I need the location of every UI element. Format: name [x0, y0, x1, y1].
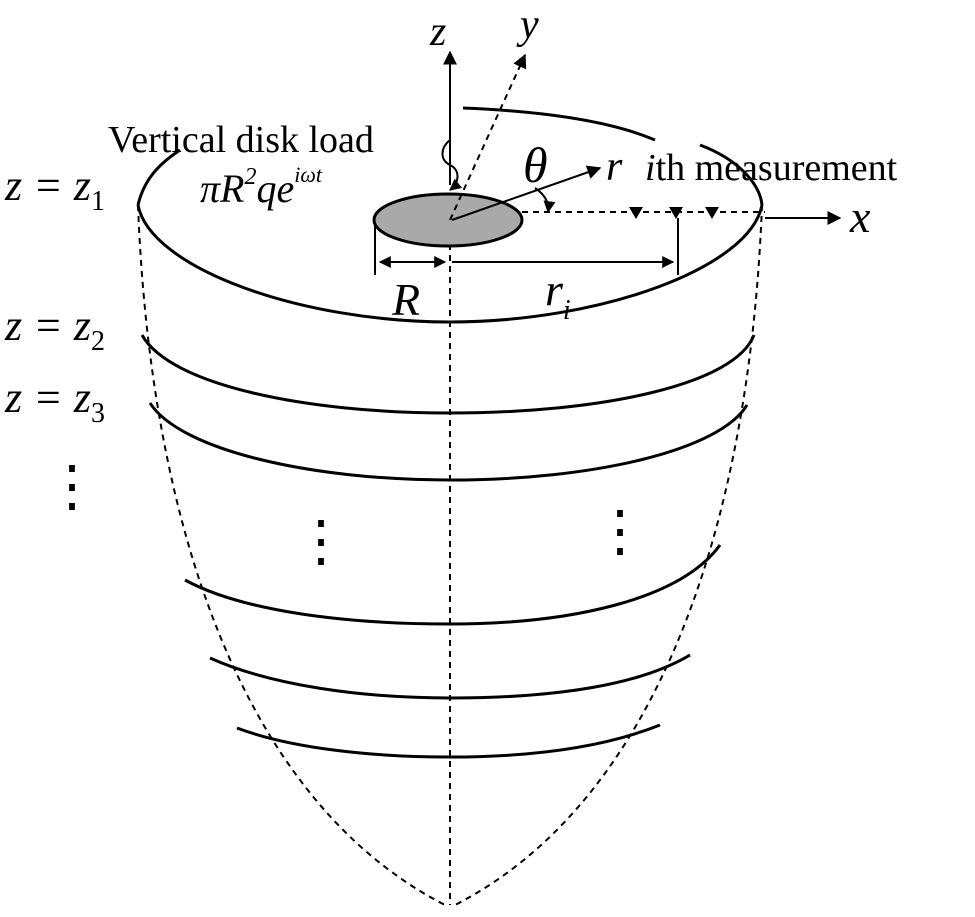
ri-label: ri — [545, 264, 571, 326]
r-axis-arrow — [451, 165, 602, 221]
ellipsis-center: ⋮ — [293, 511, 349, 573]
layer-label-1-sub: 1 — [91, 186, 105, 217]
layer-label-3-lhs: z = z — [4, 373, 91, 422]
layer-label-2: z = z2 — [4, 301, 105, 357]
bowl-outline-left — [137, 204, 446, 906]
top-surface-ellipse — [136, 204, 764, 324]
layer-label-3: z = z3 — [4, 373, 105, 429]
load-expression: πR2qeiωt — [200, 162, 323, 211]
load-force-arrow — [441, 139, 463, 191]
x-axis-label: x — [849, 191, 871, 242]
layer-interface-2 — [140, 334, 756, 415]
r-axis-label: r — [606, 144, 623, 190]
layer-interface-5 — [209, 653, 691, 700]
layer-label-1-lhs: z = z — [4, 161, 91, 210]
measurement-marker-1 — [629, 207, 643, 219]
top-surface-back-left — [136, 148, 181, 206]
ri-base: r — [545, 264, 564, 315]
ellipsis-right: ⋮ — [592, 501, 648, 563]
top-surface-back-right-2 — [699, 143, 764, 206]
theta-label: θ — [523, 137, 548, 193]
layer-interface-3 — [148, 402, 749, 482]
layer-label-3-sub: 3 — [91, 398, 105, 429]
measurement-label: ith measurement — [645, 147, 898, 189]
z-axis-label: z — [429, 9, 446, 55]
layer-label-2-sub: 2 — [91, 326, 105, 357]
top-surface-back-right — [462, 106, 656, 142]
load-expr-sup1: 2 — [244, 164, 256, 190]
ri-sub: i — [563, 295, 571, 326]
measurement-text: th measurement — [656, 147, 898, 189]
layer-label-2-lhs: z = z — [4, 301, 91, 350]
layer-interface-6 — [236, 723, 661, 759]
load-expr-mid: qe — [256, 166, 294, 211]
loaded-disk — [372, 192, 524, 248]
load-label: Vertical disk load — [108, 119, 374, 161]
measurement-marker-3 — [705, 207, 719, 219]
layer-interface-4 — [184, 544, 722, 626]
ellipsis-left: ⋮ — [44, 456, 100, 518]
y-axis-arrow — [449, 53, 527, 221]
measurement-marker-2 — [669, 207, 683, 219]
measurement-index: i — [645, 147, 656, 189]
theta-arc — [534, 187, 556, 214]
load-expr-sup2: iωt — [294, 162, 323, 187]
layer-label-1: z = z1 — [4, 161, 105, 217]
load-expr-base: πR — [200, 166, 244, 211]
radius-label: R — [391, 274, 420, 325]
y-axis-label: y — [516, 2, 539, 48]
